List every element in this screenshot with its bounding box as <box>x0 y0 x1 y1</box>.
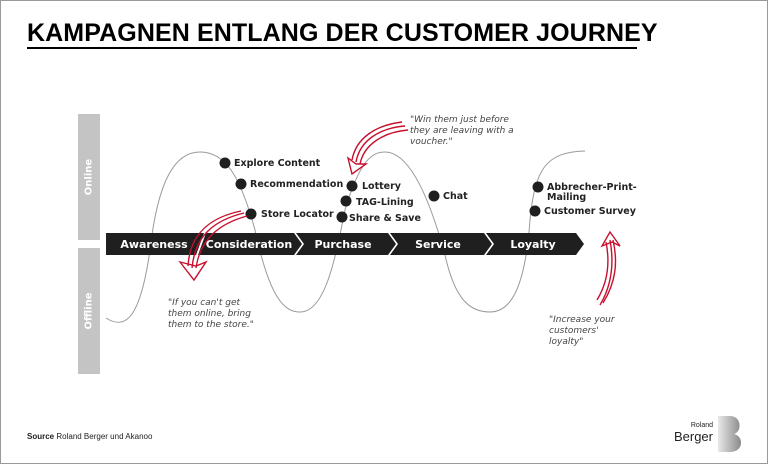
arrow-loyalty <box>596 230 621 306</box>
stage-service <box>390 233 492 255</box>
touchpoint-customer-survey: Customer Survey <box>529 205 637 217</box>
touchpoint-tag-lining: TAG-Lining <box>340 195 414 208</box>
svg-text:Share & Save: Share & Save <box>349 213 421 224</box>
stage-consideration <box>198 233 302 255</box>
slide-title: KAMPAGNEN ENTLANG DER CUSTOMER JOURNEY <box>27 19 658 47</box>
stage-loyalty <box>486 233 584 255</box>
svg-text:them online, bring: them online, bring <box>168 309 251 319</box>
stage-label-awareness: Awareness <box>120 238 188 251</box>
svg-text:"Increase your: "Increase your <box>549 315 616 325</box>
offline-band: Offline <box>78 248 100 374</box>
quote-voucher: "Win them just before they are leaving w… <box>410 115 514 147</box>
svg-text:Recommendation: Recommendation <box>250 179 343 190</box>
stage-purchase <box>296 233 396 255</box>
stage-bar: Awareness Consideration Purchase Service… <box>106 233 584 255</box>
touchpoint-explore-content: Explore Content <box>219 157 321 169</box>
title-underline <box>27 47 637 49</box>
arrow-voucher <box>346 121 409 176</box>
stage-label-purchase: Purchase <box>314 238 371 251</box>
touchpoint-chat: Chat <box>428 190 468 202</box>
svg-text:Store Locator: Store Locator <box>261 209 334 220</box>
svg-text:Chat: Chat <box>443 191 468 202</box>
svg-text:"Win them just before: "Win them just before <box>410 115 509 125</box>
touchpoint-store-locator: Store Locator <box>245 208 334 220</box>
stage-label-service: Service <box>415 238 461 251</box>
svg-text:customers': customers' <box>549 326 599 336</box>
svg-text:Mailing: Mailing <box>547 192 586 203</box>
stage-label-consideration: Consideration <box>206 238 292 251</box>
touchpoint-recommendation: Recommendation <box>235 178 343 190</box>
svg-text:them to the store.": them to the store." <box>168 320 254 330</box>
touchpoint-abbrecher-mailing: Abbrecher-Print-Mailing <box>532 181 637 203</box>
logo-b-mark <box>718 416 742 452</box>
touchpoint-lottery: Lottery <box>346 180 402 192</box>
svg-text:Lottery: Lottery <box>362 181 402 192</box>
logo-berger: Berger <box>673 429 713 444</box>
arrow-store <box>178 210 248 282</box>
quote-loyalty: "Increase your customers' loyalty" <box>549 315 616 347</box>
svg-text:voucher.": voucher." <box>410 137 453 147</box>
touchpoint-share-save: Share & Save <box>336 211 421 224</box>
source-note: Source Roland Berger und Akanoo <box>27 432 152 441</box>
svg-text:TAG-Lining: TAG-Lining <box>356 197 414 208</box>
svg-text:Customer Survey: Customer Survey <box>544 206 637 217</box>
online-band: Online <box>78 114 100 240</box>
svg-text:"If you can't get: "If you can't get <box>168 298 241 308</box>
stage-label-loyalty: Loyalty <box>510 238 555 251</box>
svg-text:loyalty": loyalty" <box>549 337 583 347</box>
svg-text:Explore Content: Explore Content <box>234 158 321 169</box>
svg-text:Abbrecher-Print-: Abbrecher-Print- <box>547 182 637 193</box>
journey-curve <box>105 150 586 323</box>
quote-store: "If you can't get them online, bring the… <box>168 298 254 330</box>
svg-text:they are leaving with a: they are leaving with a <box>410 126 514 136</box>
source-label: Source <box>27 432 55 441</box>
logo-roland: Roland <box>690 422 713 429</box>
source-text: Roland Berger und Akanoo <box>56 432 153 441</box>
stage-awareness <box>106 233 204 255</box>
